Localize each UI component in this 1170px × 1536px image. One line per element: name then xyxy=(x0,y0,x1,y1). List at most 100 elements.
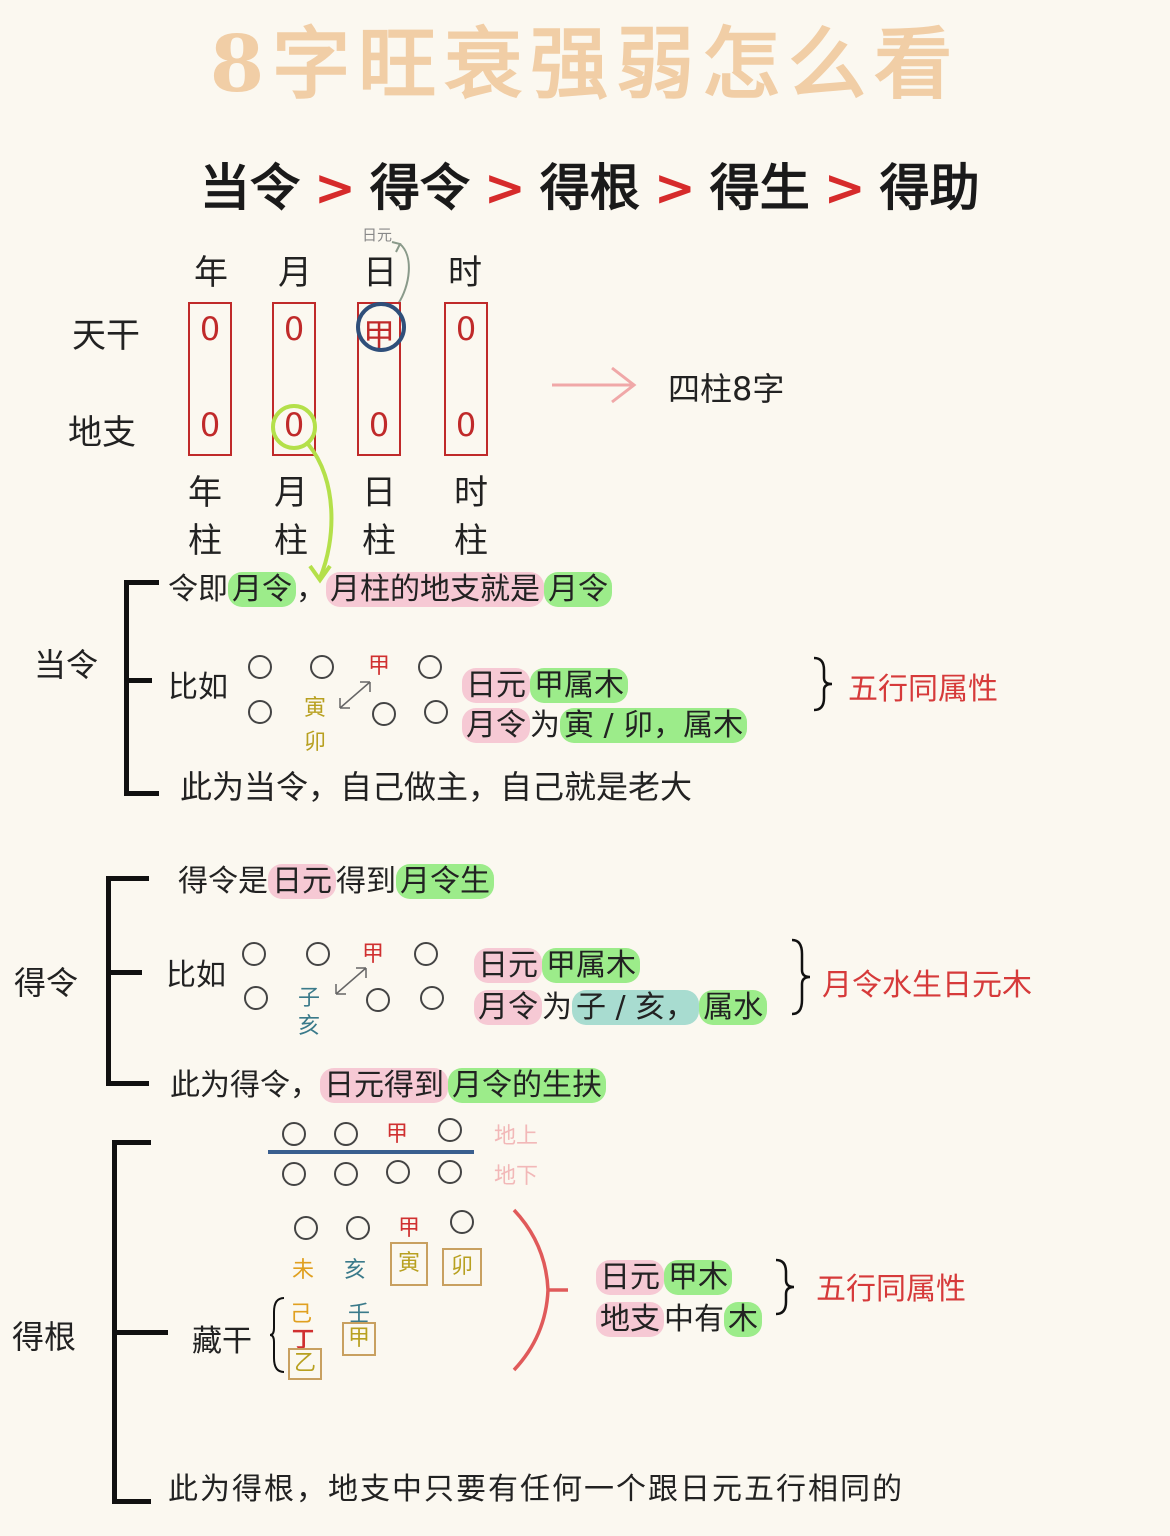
order-1: 当令 xyxy=(200,159,300,217)
pillar-top-hour: 时 xyxy=(454,473,488,513)
order-2: 得令 xyxy=(369,159,470,217)
deling-example-label: 比如 xyxy=(166,958,226,993)
deling-bracket-tick xyxy=(106,970,142,975)
order-4: 得生 xyxy=(709,159,810,217)
ground-circle xyxy=(334,1122,358,1146)
order-sep-2: > xyxy=(483,159,526,217)
deling-yueling-line: 月令为子 / 亥，属水 xyxy=(474,982,768,1026)
order-3: 得根 xyxy=(539,159,640,217)
order-5: 得助 xyxy=(879,159,980,217)
dangling-example-label: 比如 xyxy=(168,670,228,705)
mini1-circle xyxy=(310,655,334,679)
ground-circle xyxy=(334,1162,358,1186)
order-sep-1: > xyxy=(314,159,356,217)
order-sep-4: > xyxy=(823,159,866,217)
branch-hour: 0 xyxy=(455,406,477,444)
stem-year: 0 xyxy=(199,310,221,348)
stem-hour: 0 xyxy=(455,310,477,348)
degen-summary: 此为得根，地支中只要有任何一个跟日元五行相同的 xyxy=(168,1472,904,1507)
mini1-link-arrow xyxy=(339,681,371,709)
mini1-jia: 甲 xyxy=(368,654,391,679)
pillar-year-box xyxy=(188,302,232,456)
ground-jia: 甲 xyxy=(386,1122,409,1147)
dangling-bracket-tick xyxy=(124,678,152,683)
degen-bracket xyxy=(112,1140,151,1504)
mini1-circle xyxy=(248,655,272,679)
dangling-label: 当令 xyxy=(34,646,99,684)
row-branches: 地支 xyxy=(68,413,136,453)
deling-summary: 此为得令，日元得到月令的生扶 xyxy=(170,1060,606,1104)
pillar-top-year: 年 xyxy=(188,473,222,513)
pillar-month-box xyxy=(272,302,316,456)
degen-big-brace xyxy=(512,1208,568,1372)
deling-brace xyxy=(791,938,811,1016)
degen-riyuan-line: 日元甲木 xyxy=(596,1252,732,1296)
ground-below-label: 地下 xyxy=(494,1164,539,1189)
degen-branch-yin: 寅 xyxy=(390,1242,428,1286)
mini2-link-arrow xyxy=(335,967,367,995)
col-year: 年 xyxy=(194,253,228,293)
ground-circle xyxy=(386,1160,410,1184)
degen-branch-mao: 卯 xyxy=(442,1248,482,1286)
mini1-circle xyxy=(424,700,448,724)
mini2-zi: 子 xyxy=(298,986,321,1011)
branch-day: 0 xyxy=(368,406,390,444)
mini2-circle xyxy=(244,986,268,1010)
degen-brace xyxy=(775,1258,795,1316)
pillar-bottom-month: 柱 xyxy=(274,521,308,561)
deling-riyuan-line: 日元甲属木 xyxy=(474,940,640,984)
deling-label: 得令 xyxy=(14,964,79,1002)
canggan-yi: 乙 xyxy=(288,1348,322,1380)
ground-above-label: 地上 xyxy=(494,1124,539,1149)
degen-circle xyxy=(346,1216,370,1240)
degen-branch-wei: 未 xyxy=(292,1258,315,1283)
pillar-bottom-day: 柱 xyxy=(362,521,396,561)
col-month: 月 xyxy=(278,253,312,293)
pillar-hour-box xyxy=(444,302,488,456)
mini2-circle xyxy=(366,988,390,1012)
dangling-line1: 令即月令，月柱的地支就是月令 xyxy=(168,564,612,608)
canggan-ji: 己 xyxy=(290,1302,313,1327)
order-sep-3: > xyxy=(653,159,696,217)
degen-dizhi-line: 地支中有木 xyxy=(596,1294,762,1338)
degen-note: 五行同属性 xyxy=(816,1272,966,1307)
mini1-circle xyxy=(248,700,272,724)
pillar-bottom-year: 柱 xyxy=(188,521,222,561)
deling-line1: 得令是日元得到月令生 xyxy=(178,856,494,900)
pillar-bottom-hour: 柱 xyxy=(454,521,488,561)
canggan-jia: 甲 xyxy=(342,1322,376,1356)
degen-bracket-tick xyxy=(112,1330,168,1335)
riyuan-note-arrow xyxy=(391,241,410,305)
canggan-brace xyxy=(270,1297,285,1373)
dangling-bracket xyxy=(124,580,159,796)
month-branch-arrow xyxy=(306,442,334,584)
deling-note: 月令水生日元木 xyxy=(822,968,1032,1003)
ground-circle xyxy=(438,1118,462,1142)
ground-circle xyxy=(438,1160,462,1184)
page-title: 8字旺衰强弱怎么看 xyxy=(209,19,961,110)
chart-arrow-icon xyxy=(552,366,637,404)
dangling-brace xyxy=(813,656,833,712)
stem-month: 0 xyxy=(283,310,305,348)
mini2-jia: 甲 xyxy=(362,942,385,967)
degen-label: 得根 xyxy=(12,1318,77,1356)
mini2-hai: 亥 xyxy=(298,1014,321,1039)
mini2-circle xyxy=(242,942,266,966)
dangling-yueling-line: 月令为寅 / 卯，属木 xyxy=(462,700,748,744)
mini2-circle xyxy=(306,942,330,966)
col-day: 日 xyxy=(363,253,397,293)
row-stems: 天干 xyxy=(72,316,140,356)
deling-bracket xyxy=(106,876,149,1086)
mini1-mao: 卯 xyxy=(304,730,327,755)
canggan-label: 藏干 xyxy=(192,1324,252,1359)
dangling-summary: 此为当令，自己做主，自己就是老大 xyxy=(180,768,693,806)
month-branch-circle xyxy=(271,404,317,450)
day-stem-circle xyxy=(356,302,406,352)
mini2-circle xyxy=(420,986,444,1010)
dangling-riyuan-line: 日元甲属木 xyxy=(462,660,628,704)
ground-line xyxy=(268,1150,474,1154)
ground-circle xyxy=(282,1162,306,1186)
mini2-circle xyxy=(414,942,438,966)
degen-jia: 甲 xyxy=(398,1216,421,1241)
degen-circle xyxy=(294,1216,318,1240)
